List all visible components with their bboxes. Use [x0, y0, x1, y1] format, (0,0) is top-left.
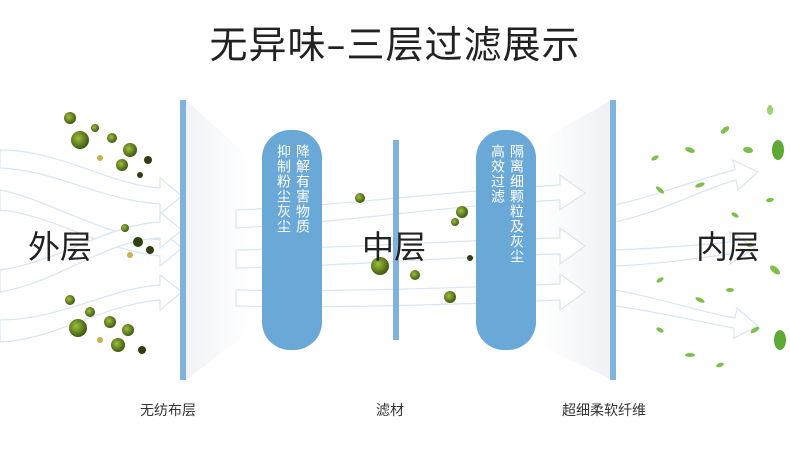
- pill-left-line2: 降解有害物质: [294, 144, 310, 234]
- page-title: 无异味–三层过滤展示: [209, 23, 581, 67]
- pill-right-line1: 高效过滤: [489, 144, 505, 204]
- pill-right-line2: 隔离细颗粒及灰尘: [508, 144, 524, 264]
- pill-left-line1: 抑制粉尘灰尘: [275, 144, 291, 234]
- funnel-left: [186, 100, 252, 380]
- zone-outer-label: 外层: [28, 228, 93, 266]
- layer-nonwoven: [180, 100, 186, 380]
- caption-microfiber: 超细柔软纤维: [562, 403, 646, 419]
- pill-left: 抑制粉尘灰尘 降解有害物质: [262, 130, 322, 350]
- pill-right: 高效过滤 隔离细颗粒及灰尘: [476, 130, 536, 350]
- layer-microfiber: [610, 100, 616, 380]
- zone-inner-label: 内层: [696, 228, 761, 266]
- caption-nonwoven: 无纺布层: [140, 403, 196, 419]
- layer-filter-media: [393, 140, 399, 340]
- leaves-inner: [651, 105, 786, 368]
- zone-middle-label: 中层: [362, 228, 427, 266]
- caption-filter-media: 滤材: [376, 403, 404, 419]
- particles-middle: [355, 193, 473, 303]
- particles-outer: [64, 112, 154, 354]
